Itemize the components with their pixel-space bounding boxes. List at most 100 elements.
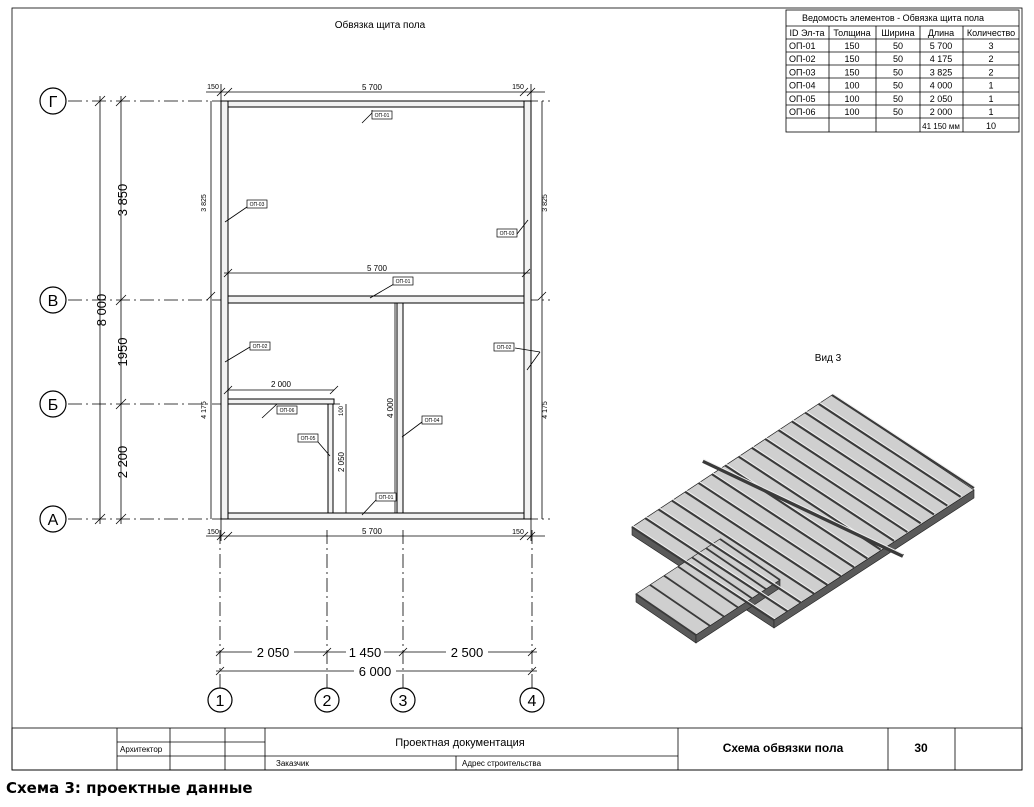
axis-bubble-a: [39, 505, 67, 533]
table-cell: 50: [893, 67, 903, 77]
tag-left-upper: ОП-03: [250, 202, 265, 208]
table-total-count: 10: [986, 121, 996, 131]
table-cell: 150: [844, 67, 859, 77]
table-cell: 2 050: [930, 94, 953, 104]
tag-inner-horizontal: ОП-06: [280, 408, 295, 414]
dim-total-height: 8 000: [94, 294, 109, 327]
tag-top-beam: ОП-01: [375, 113, 390, 119]
axis-bubble-v: [39, 286, 67, 314]
tag-mid-beam: ОП-01: [396, 279, 411, 285]
table-cell: 2 000: [930, 107, 953, 117]
table-cell: 50: [893, 41, 903, 51]
table-header-thickness: Толщина: [833, 28, 870, 38]
beam-middle: [220, 295, 532, 304]
dim-bot-mid: 5 700: [362, 527, 383, 536]
table-cell: ОП-01: [789, 41, 815, 51]
axis-label-v: В: [48, 293, 59, 310]
table-cell: 3: [988, 41, 993, 51]
dim-mid-beam: 5 700: [367, 264, 388, 273]
dim-bot-left: 150: [207, 529, 219, 536]
table-cell: 50: [893, 107, 903, 117]
title-project: Проектная документация: [395, 737, 525, 749]
dim-inner-2050: 2 050: [337, 451, 346, 472]
dim-inner-4000: 4 000: [386, 397, 395, 418]
table-cell: 5 700: [930, 41, 953, 51]
table-cell: 50: [893, 94, 903, 104]
table-cell: 100: [844, 81, 859, 91]
dim-side-upper-right: 3 825: [542, 194, 549, 212]
table-cell: 3 825: [930, 67, 953, 77]
axis-label-1: 1: [216, 693, 225, 710]
table-cell: 4 175: [930, 54, 953, 64]
table-cell: 150: [844, 54, 859, 64]
title-block: Архитектор Проектная документация Заказч…: [11, 727, 1023, 771]
table-cell: ОП-05: [789, 94, 815, 104]
title-sheet-name: Схема обвязки пола: [723, 741, 844, 755]
dim-chain-total: 6 000: [359, 664, 392, 679]
table-header-width: Ширина: [881, 28, 914, 38]
elements-table: Ведомость элементов - Обвязка щита пола …: [785, 9, 1020, 133]
dim-top-right: 150: [512, 84, 524, 91]
tag-bottom-beam: ОП-01: [379, 495, 394, 501]
view-label: Вид 3: [815, 353, 842, 364]
dim-chain-2: 1 450: [349, 645, 382, 660]
title-role: Архитектор: [120, 745, 163, 754]
table-cell: 1: [988, 94, 993, 104]
axis-label-a: А: [48, 512, 59, 529]
table-header-count: Количество: [967, 28, 1015, 38]
beam-inner-short: [327, 403, 334, 514]
dim-top-left: 150: [207, 84, 219, 91]
dim-inner-2000: 2 000: [271, 380, 292, 389]
tag-inner-short: ОП-05: [301, 436, 316, 442]
axis-bubble-2: [314, 687, 340, 713]
table-header-id: ID Эл-та: [790, 28, 825, 38]
dim-side-lower-right: 4 175: [542, 401, 549, 419]
axis-bubble-3: [390, 687, 416, 713]
dim-inner-100: 100: [339, 405, 345, 416]
table-header-length: Длина: [928, 28, 954, 38]
axis-bubble-4: [519, 687, 545, 713]
beam-inner-horizontal: [227, 398, 335, 405]
tag-right-lower: ОП-02: [497, 345, 512, 351]
beam-right: [523, 100, 532, 520]
figure-caption: Схема 3: проектные данные: [6, 779, 253, 797]
table-cell: 100: [844, 107, 859, 117]
beam-bottom: [220, 512, 532, 520]
dim-side-upper-left: 3 825: [201, 194, 208, 212]
table-cell: 2: [988, 54, 993, 64]
sheet-border: [11, 7, 1023, 771]
table-cell: ОП-03: [789, 67, 815, 77]
dim-bot-right: 150: [512, 529, 524, 536]
axis-label-3: 3: [399, 693, 408, 710]
axis-label-4: 4: [528, 693, 537, 710]
axis-bubble-g: [39, 87, 67, 115]
dim-chain-1: 2 050: [257, 645, 290, 660]
table-cell: ОП-06: [789, 107, 815, 117]
table-cell: 2: [988, 67, 993, 77]
dim-side-lower-left: 4 175: [201, 401, 208, 419]
axis-bubble-1: [207, 687, 233, 713]
tag-right-upper: ОП-03: [500, 231, 515, 237]
dim-top-mid: 5 700: [362, 83, 383, 92]
table-cell: 1: [988, 107, 993, 117]
axis-bubble-b: [39, 390, 67, 418]
left-dimensions: 8 000 3 850 1950 2 200: [94, 95, 130, 525]
axis-label-2: 2: [323, 693, 332, 710]
table-cell: ОП-04: [789, 81, 815, 91]
beam-inner-vertical: [396, 302, 404, 514]
dim-v-b: 1950: [115, 338, 130, 367]
title-sheet-number: 30: [914, 741, 928, 755]
tag-left-lower: ОП-02: [253, 344, 268, 350]
table-cell: ОП-02: [789, 54, 815, 64]
beam-left: [220, 100, 229, 520]
frame-plan: 150 5 700 150 5 700 150 5 700 150 3 825 …: [201, 83, 549, 541]
bottom-chain-dimensions: 2 050 1 450 2 500 6 000: [215, 644, 537, 679]
title-address: Адрес строительства: [462, 759, 542, 768]
title-customer: Заказчик: [276, 759, 309, 768]
tag-inner-vertical: ОП-04: [425, 418, 440, 424]
dim-g-v: 3 850: [115, 184, 130, 217]
table-cell: 50: [893, 81, 903, 91]
drawing-title: Обвязка щита пола: [335, 19, 426, 31]
